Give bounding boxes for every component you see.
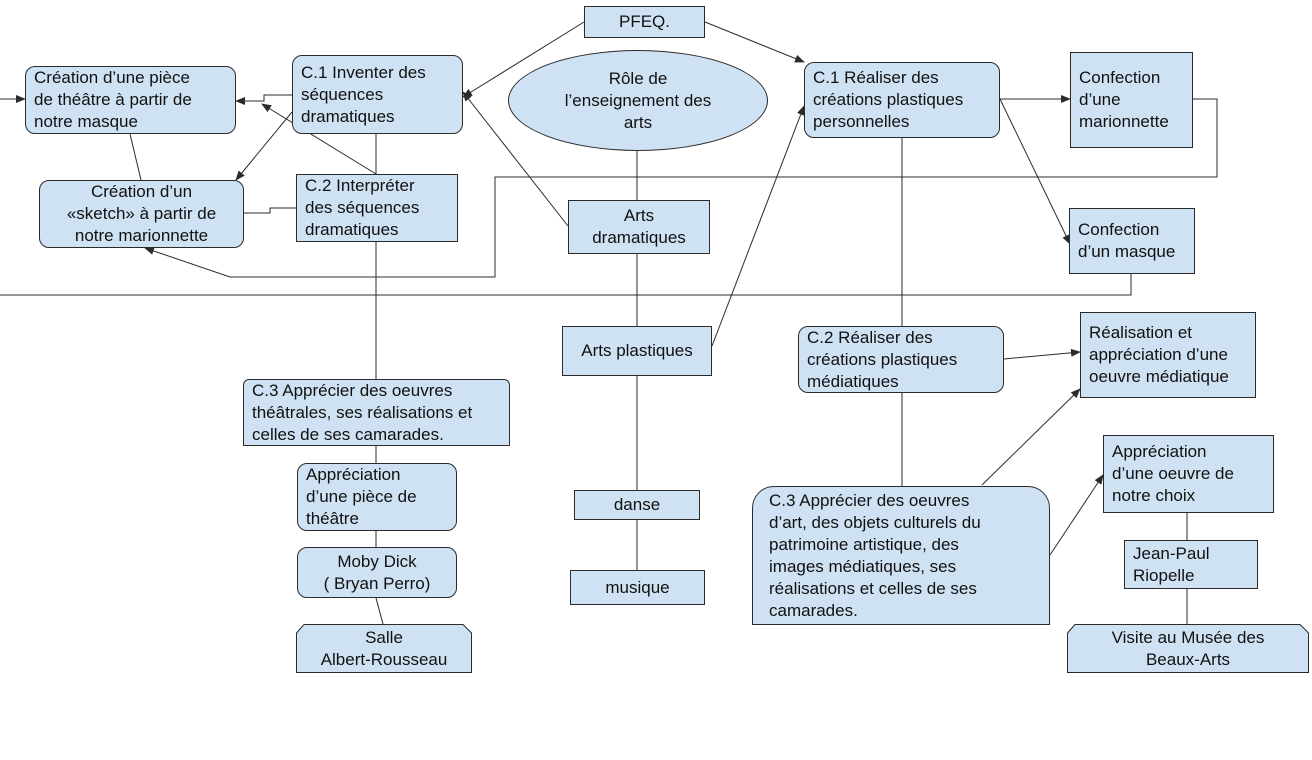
node-musee-label: Visite au Musée des Beaux-Arts (1111, 627, 1265, 669)
node-musique: musique (570, 570, 705, 605)
node-c3-apprecier-theatre: C.3 Apprécier des oeuvres théâtrales, se… (243, 379, 510, 446)
node-confection-masque: Confection d’un masque (1069, 208, 1195, 274)
connector-c1r-masque (999, 98, 1071, 245)
connector-pfeq-c1-realiser (704, 21, 805, 63)
node-c3-apprecier-theatre-label: C.3 Apprécier des oeuvres théâtrales, se… (252, 380, 473, 444)
connector-plast-c1-realiser (711, 105, 805, 347)
node-realisation-oeuvre: Réalisation et appréciation d’une oeuvre… (1080, 312, 1256, 398)
node-moby-dick-label: Moby Dick ( Bryan Perro) (323, 551, 431, 593)
node-c1-realiser-label: C.1 Réaliser des créations plastiques pe… (813, 68, 964, 131)
node-c2-realiser: C.2 Réaliser des créations plastiques mé… (798, 326, 1004, 393)
connector-moby-salle (375, 597, 384, 625)
node-c1-inventer: C.1 Inventer des séquences dramatiques (292, 55, 463, 134)
node-c1-realiser: C.1 Réaliser des créations plastiques pe… (804, 62, 1000, 138)
connector-masque-piece (0, 274, 1132, 296)
node-musee: Visite au Musée des Beaux-Arts (1067, 624, 1309, 673)
node-moby-dick: Moby Dick ( Bryan Perro) (297, 547, 457, 598)
connector-marionnette-sketch (144, 98, 1218, 278)
connector-piece-sketch (129, 133, 142, 181)
node-danse-label: danse (613, 495, 661, 514)
node-creation-sketch: Création d’un «sketch» à partir de notre… (39, 180, 244, 248)
node-confection-masque-label: Confection d’un masque (1078, 220, 1176, 261)
node-arts-dramatiques: Arts dramatiques (568, 200, 710, 254)
node-arts-dramatiques-label: Arts dramatiques (592, 206, 686, 247)
node-musee-shape (1067, 624, 1309, 673)
node-salle-shape (296, 624, 472, 673)
node-salle: Salle Albert-Rousseau (296, 624, 472, 673)
connector-c2-piece (261, 103, 377, 175)
node-riopelle-label: Jean-Paul Riopelle (1133, 543, 1210, 585)
node-riopelle: Jean-Paul Riopelle (1124, 540, 1258, 589)
node-c2-interpreter: C.2 Interpréter des séquences dramatique… (296, 174, 458, 242)
node-c2-interpreter-label: C.2 Interpréter des séquences dramatique… (305, 176, 420, 239)
connector-c2-sketch (244, 207, 296, 214)
node-pfeq: PFEQ. (584, 6, 705, 38)
node-role-label: Rôle de l’enseignement des arts (564, 68, 712, 132)
node-pfeq-label: PFEQ. (618, 12, 670, 31)
node-salle-label: Salle Albert-Rousseau (320, 627, 448, 669)
node-role: Rôle de l’enseignement des arts (508, 50, 768, 151)
connector-c2r-realisation (1003, 348, 1081, 360)
connector-dram-c1 (462, 91, 569, 227)
node-appreciation-choix-label: Appréciation d’une oeuvre de notre choix (1112, 442, 1234, 505)
node-appreciation-piece-label: Appréciation d’une pièce de théâtre (306, 465, 417, 528)
connector-c1-sketch (235, 111, 293, 181)
node-appreciation-piece: Appréciation d’une pièce de théâtre (297, 463, 457, 531)
node-c2-realiser-label: C.2 Réaliser des créations plastiques mé… (807, 327, 958, 391)
connector-c1-piece (235, 94, 292, 105)
node-creation-piece: Création d’une pièce de théâtre à partir… (25, 66, 236, 134)
node-arts-plastiques: Arts plastiques (562, 326, 712, 376)
node-arts-plastiques-label: Arts plastiques (581, 341, 693, 360)
node-c3-apprecier-art-label: C.3 Apprécier des oeuvres d’art, des obj… (769, 490, 981, 620)
node-realisation-oeuvre-label: Réalisation et appréciation d’une oeuvre… (1089, 323, 1229, 386)
connector-c3r-realisation (981, 388, 1081, 486)
node-c1-inventer-label: C.1 Inventer des séquences dramatiques (301, 62, 426, 126)
node-c3-apprecier-art: C.3 Apprécier des oeuvres d’art, des obj… (752, 486, 1050, 625)
node-confection-marionnette: Confection d’une marionnette (1070, 52, 1193, 148)
node-creation-piece-label: Création d’une pièce de théâtre à partir… (34, 68, 192, 131)
node-creation-sketch-label: Création d’un «sketch» à partir de notre… (66, 182, 217, 245)
node-appreciation-choix: Appréciation d’une oeuvre de notre choix (1103, 435, 1274, 513)
node-confection-marionnette-label: Confection d’une marionnette (1079, 68, 1169, 131)
node-musique-label: musique (605, 577, 670, 597)
connector-pfeq-c1-inventer (462, 21, 585, 98)
connector-c3r-choix (1049, 474, 1104, 556)
node-danse: danse (574, 490, 700, 520)
